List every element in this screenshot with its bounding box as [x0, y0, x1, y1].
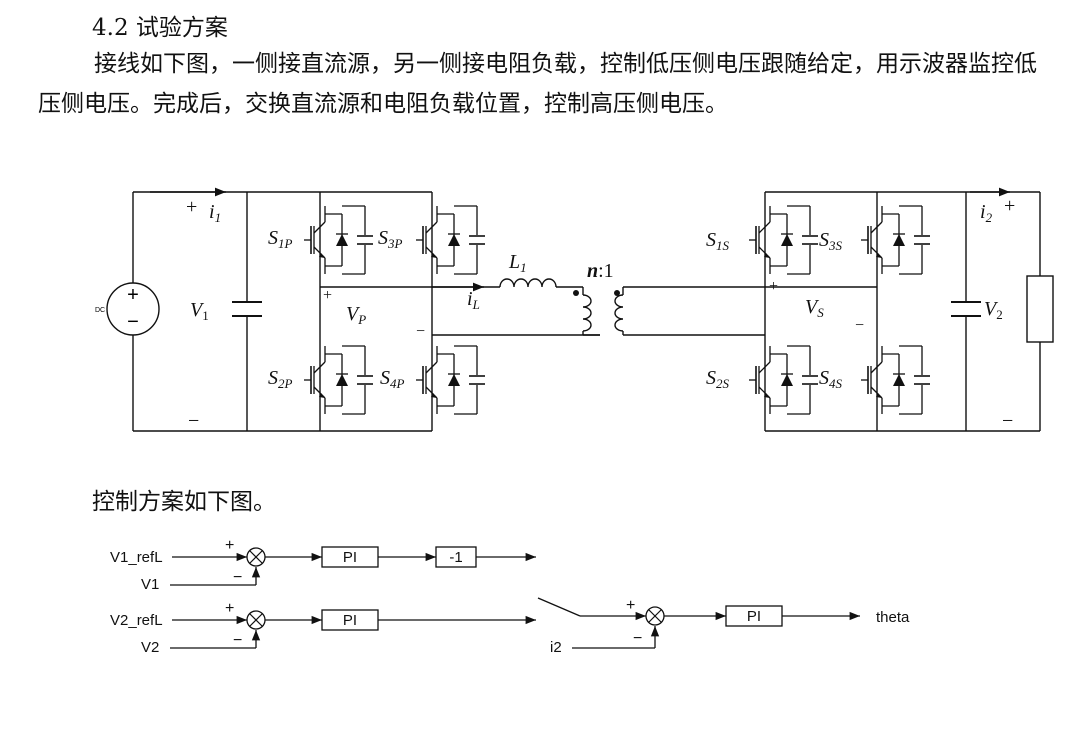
switch-s4p: [415, 345, 486, 415]
svg-text:−: −: [127, 311, 139, 333]
label-v1: V1: [190, 299, 209, 323]
gain-label: -1: [449, 549, 462, 566]
label-ratio: n:1: [587, 260, 614, 282]
dc-source: + − DC: [95, 282, 160, 336]
label-theta: theta: [876, 609, 910, 626]
switch-s1s: [748, 205, 819, 275]
label-s1s: S1S: [706, 229, 730, 253]
switch-s1p: [303, 205, 374, 275]
sum2-plus: +: [225, 600, 234, 617]
label-s2p: S2P: [268, 367, 293, 391]
vs-minus: −: [855, 317, 864, 334]
label-vs: VS: [805, 296, 824, 320]
switch-s3s: [860, 205, 931, 275]
sum3-minus: −: [633, 630, 642, 647]
control-diagram: V1_refL + V1 − PI -1 V2_refL + V2 − PI: [110, 537, 910, 656]
label-il: iL: [467, 288, 480, 312]
switch-s2p: [303, 345, 374, 415]
label-v1: V1: [141, 576, 159, 593]
sum3-plus: +: [626, 597, 635, 614]
label-vp: VP: [346, 303, 366, 327]
switch-s3p: [415, 205, 486, 275]
label-v2: V2: [984, 298, 1003, 322]
label-i2: i2: [980, 201, 993, 225]
v1-minus: −: [188, 410, 199, 432]
label-s4s: S4S: [819, 367, 843, 391]
svg-text:+: +: [127, 284, 139, 306]
sum1-minus: −: [233, 569, 242, 586]
xfmr-dot-secondary: [614, 290, 620, 296]
label-s3s: S3S: [819, 229, 843, 253]
pi-label-2: PI: [343, 612, 357, 629]
pi-label-3: PI: [747, 608, 761, 625]
i2-plus: +: [1004, 195, 1015, 217]
control-subtitle: 控制方案如下图。: [92, 489, 276, 515]
vs-plus: +: [769, 278, 778, 295]
label-i2-ctrl: i2: [550, 639, 562, 656]
section-heading: 4.2 试验方案: [92, 15, 228, 41]
label-l1: L1: [508, 251, 527, 275]
label-v2: V2: [141, 639, 159, 656]
label-s3p: S3P: [378, 227, 403, 251]
switch-s2s: [748, 345, 819, 415]
label-s4p: S4P: [380, 367, 405, 391]
label-v1-ref: V1_refL: [110, 549, 163, 566]
vp-plus: +: [323, 287, 332, 304]
vp-minus: −: [416, 323, 425, 340]
body-paragraph: 接线如下图，一侧接直流源，另一侧接电阻负载，控制低压侧电压跟随给定，用示波器监控…: [38, 51, 1037, 117]
v2-minus: −: [1002, 410, 1013, 432]
label-v2-ref: V2_refL: [110, 612, 163, 629]
xfmr-dot-primary: [573, 290, 579, 296]
i1-plus: +: [186, 196, 197, 218]
switch-s4s: [860, 345, 931, 415]
label-i1: i1: [209, 201, 221, 225]
dc-label: DC: [95, 307, 105, 314]
sum1-plus: +: [225, 537, 234, 554]
pi-label-1: PI: [343, 549, 357, 566]
mode-switch: [537, 597, 581, 617]
label-s2s: S2S: [706, 367, 730, 391]
sum2-minus: −: [233, 632, 242, 649]
label-s1p: S1P: [268, 227, 293, 251]
